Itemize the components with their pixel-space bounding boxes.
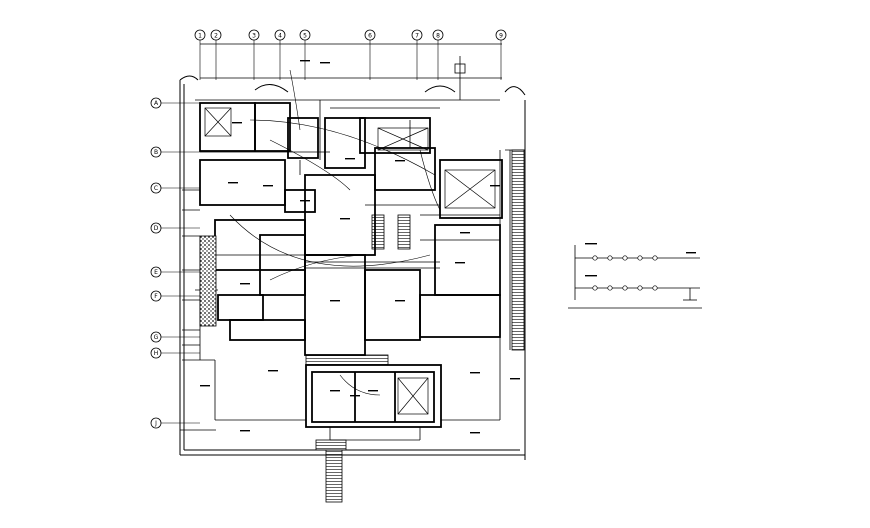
- grid-column-label: 9: [499, 33, 503, 40]
- grid-row-bubble: [150, 347, 162, 359]
- grid-row-bubble: [150, 331, 162, 343]
- grid-column-bubble: [299, 29, 311, 41]
- interior-partitions: [180, 56, 525, 441]
- grid-row-label: D: [154, 225, 159, 232]
- riser-label-mark: [585, 275, 597, 277]
- annotation-mark: [300, 60, 310, 62]
- grid-row-bubble: [150, 266, 162, 278]
- grid-column-bubble: [411, 29, 423, 41]
- annotation-mark: [228, 182, 238, 184]
- grid-column-bubbles: 1 2 3 4 5 6 7 8 9: [194, 29, 507, 80]
- gravel-hatch: [199, 235, 217, 327]
- annotation-mark: [455, 262, 465, 264]
- grid-row-bubble: [150, 97, 162, 109]
- grid-row-label: F: [154, 293, 158, 300]
- site-boundary: [179, 75, 526, 460]
- grid-row-label: B: [154, 149, 158, 156]
- annotation-mark: [240, 430, 250, 432]
- grid-row-label: E: [154, 269, 158, 276]
- annotation-mark: [340, 218, 350, 220]
- grid-column-bubble: [432, 29, 444, 41]
- riser-node: [622, 285, 628, 291]
- grid-column-label: 2: [214, 33, 218, 40]
- riser-node: [637, 255, 643, 261]
- grid-column-label: 8: [436, 33, 440, 40]
- plan-annotations: [200, 60, 520, 434]
- grid-row-label: G: [154, 334, 159, 341]
- annotation-mark: [510, 378, 520, 380]
- annotation-mark: [232, 122, 242, 124]
- grid-row-label: J: [154, 420, 157, 427]
- grid-column-label: 7: [415, 33, 419, 40]
- riser-nodes: [585, 243, 696, 291]
- annotation-mark: [263, 185, 273, 187]
- grid-column-label: 1: [198, 33, 202, 40]
- riser-label-mark: [686, 252, 696, 254]
- grid-column-label: 3: [252, 33, 256, 40]
- wiring-arcs: [229, 69, 441, 396]
- riser-node: [652, 285, 658, 291]
- grid-row-label: H: [154, 350, 159, 357]
- grid-column-bubble: [495, 29, 507, 41]
- annotation-mark: [345, 158, 355, 160]
- grid-row-label: A: [154, 100, 159, 107]
- stairs: [305, 149, 525, 503]
- annotation-mark: [268, 370, 278, 372]
- annotation-mark: [320, 62, 330, 64]
- riser-label-mark: [585, 243, 597, 245]
- grid-column-bubble: [274, 29, 286, 41]
- annotation-mark: [470, 372, 480, 374]
- annotation-mark: [395, 160, 405, 162]
- riser-node: [607, 285, 613, 291]
- riser-node: [592, 285, 598, 291]
- grid-row-bubble: [150, 182, 162, 194]
- annotation-mark: [490, 185, 500, 187]
- room-cross-marks: [204, 107, 496, 415]
- annotation-mark: [200, 385, 210, 387]
- annotation-mark: [240, 283, 250, 285]
- grid-row-bubble: [150, 222, 162, 234]
- riser-node: [622, 255, 628, 261]
- grid-row-bubbles: A B C D E F G H J: [150, 97, 200, 429]
- riser-diagram: [568, 245, 702, 309]
- riser-node: [592, 255, 598, 261]
- annotation-mark: [300, 200, 310, 202]
- grid-column-bubble: [194, 29, 206, 41]
- annotation-mark: [330, 300, 340, 302]
- riser-node: [652, 255, 658, 261]
- annotation-mark: [330, 390, 340, 392]
- grid-column-bubble: [364, 29, 376, 41]
- riser-node: [607, 255, 613, 261]
- grid-row-bubble: [150, 290, 162, 302]
- grid-column-bubble: [210, 29, 222, 41]
- annotation-mark: [395, 300, 405, 302]
- annotation-mark: [460, 232, 470, 234]
- grid-column-label: 4: [278, 33, 282, 40]
- grid-column-bubble: [248, 29, 260, 41]
- grid-row-bubble: [150, 417, 162, 429]
- grid-row-label: C: [154, 185, 158, 192]
- grid-column-label: 5: [303, 33, 307, 40]
- annotation-mark: [368, 390, 378, 392]
- top-dimension-line: [200, 43, 502, 79]
- annotation-mark: [350, 395, 360, 397]
- grid-row-bubble: [150, 146, 162, 158]
- annotation-mark: [470, 432, 480, 434]
- riser-node: [637, 285, 643, 291]
- grid-column-label: 6: [368, 33, 372, 40]
